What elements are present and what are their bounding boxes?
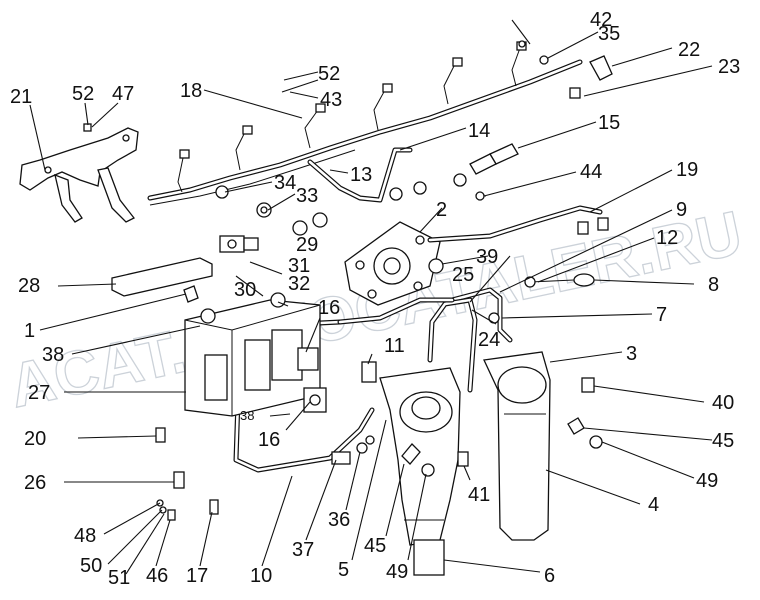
bracket-22 (589, 55, 613, 81)
callout-36: 36 (328, 509, 350, 531)
washer-50 (159, 506, 167, 514)
callout-42: 42 (590, 9, 612, 31)
callout-37: 37 (292, 539, 314, 561)
washer-42 (518, 40, 526, 48)
callout-49b: 49 (696, 470, 718, 492)
callout-41: 41 (468, 484, 490, 506)
clip-23 (569, 87, 581, 99)
fitting-37 (331, 451, 351, 465)
callout-15: 15 (598, 112, 620, 134)
filter-4 (483, 351, 551, 541)
bolt-46 (167, 509, 176, 521)
callout-25: 25 (452, 264, 474, 286)
callout-30: 30 (234, 279, 256, 301)
pin-45-right (567, 417, 585, 435)
callout-45a: 45 (364, 535, 386, 557)
callout-43: 43 (320, 89, 342, 111)
callout-50: 50 (80, 555, 102, 577)
watermark: ACAT.AUTOCATALER.RU (4, 199, 748, 422)
callout-12: 12 (656, 227, 678, 249)
plug-49-left (421, 463, 435, 477)
callout-34: 34 (274, 172, 296, 194)
nut-11 (361, 361, 377, 383)
fitting-20 (155, 427, 166, 443)
callout-28: 28 (18, 275, 40, 297)
callout-38a: 38 (42, 344, 64, 366)
callout-1: 1 (24, 320, 35, 342)
plug-49-right (589, 435, 603, 449)
callout-19: 19 (676, 159, 698, 181)
callout-3: 3 (626, 343, 637, 365)
callout-33: 33 (296, 185, 318, 207)
callout-45b: 45 (712, 430, 734, 452)
callout-35: 35 (598, 23, 620, 45)
banjo-8 (524, 273, 595, 288)
callout-52a: 52 (72, 83, 94, 105)
callout-5: 5 (338, 559, 349, 581)
nut-35 (539, 55, 549, 65)
fitting-34 (215, 185, 229, 199)
callout-29: 29 (296, 234, 318, 256)
callout-11: 11 (384, 335, 405, 357)
callout-8: 8 (708, 274, 719, 296)
ecu-27 (184, 292, 321, 417)
union-29 (219, 235, 259, 253)
bolt-40 (581, 377, 595, 393)
callout-47: 47 (112, 83, 134, 105)
seal-36 (356, 442, 368, 454)
clip-1 (183, 285, 199, 303)
callout-18: 18 (180, 80, 202, 102)
callout-48: 48 (74, 525, 96, 547)
callout-32: 32 (288, 273, 310, 295)
fitting-26 (173, 471, 185, 489)
leader-lines (29, 19, 713, 575)
callout-31: 31 (288, 255, 310, 277)
callout-10: 10 (250, 565, 272, 587)
callout-16b: 16 (258, 429, 280, 451)
callout-labels: 21 52 47 18 52 43 42 35 22 23 14 15 13 3… (10, 9, 740, 589)
callout-7: 7 (656, 304, 667, 326)
callout-4: 4 (648, 494, 659, 516)
callout-13: 13 (350, 164, 372, 186)
callout-38b: 38 (240, 408, 254, 423)
callout-27: 27 (28, 382, 50, 404)
callout-26: 26 (24, 472, 46, 494)
callout-14: 14 (468, 120, 490, 142)
drawing (19, 40, 613, 576)
callout-16a: 16 (318, 297, 340, 319)
fitting-17 (209, 499, 219, 515)
callout-46: 46 (146, 565, 168, 587)
housing-2 (344, 221, 441, 306)
screw-41 (457, 451, 469, 467)
sensor-15 (469, 143, 519, 175)
plug-39 (428, 258, 444, 274)
callout-22: 22 (678, 39, 700, 61)
callout-20: 20 (24, 428, 46, 450)
callout-6: 6 (544, 565, 555, 587)
callout-24: 24 (478, 329, 500, 351)
callout-23: 23 (718, 56, 740, 78)
callout-52b: 52 (318, 63, 340, 85)
callout-2: 2 (436, 199, 447, 221)
callout-44: 44 (580, 161, 602, 183)
callout-39: 39 (476, 246, 498, 268)
callout-40: 40 (712, 392, 734, 414)
bracket-28 (111, 257, 213, 297)
bracket-21 (19, 127, 139, 223)
filter-housing-5 (379, 367, 461, 576)
callout-9: 9 (676, 199, 687, 221)
pin-45-left (401, 443, 421, 465)
callout-17: 17 (186, 565, 208, 587)
callout-21: 21 (10, 86, 32, 108)
callout-49a: 49 (386, 561, 408, 583)
callout-51: 51 (108, 567, 130, 589)
